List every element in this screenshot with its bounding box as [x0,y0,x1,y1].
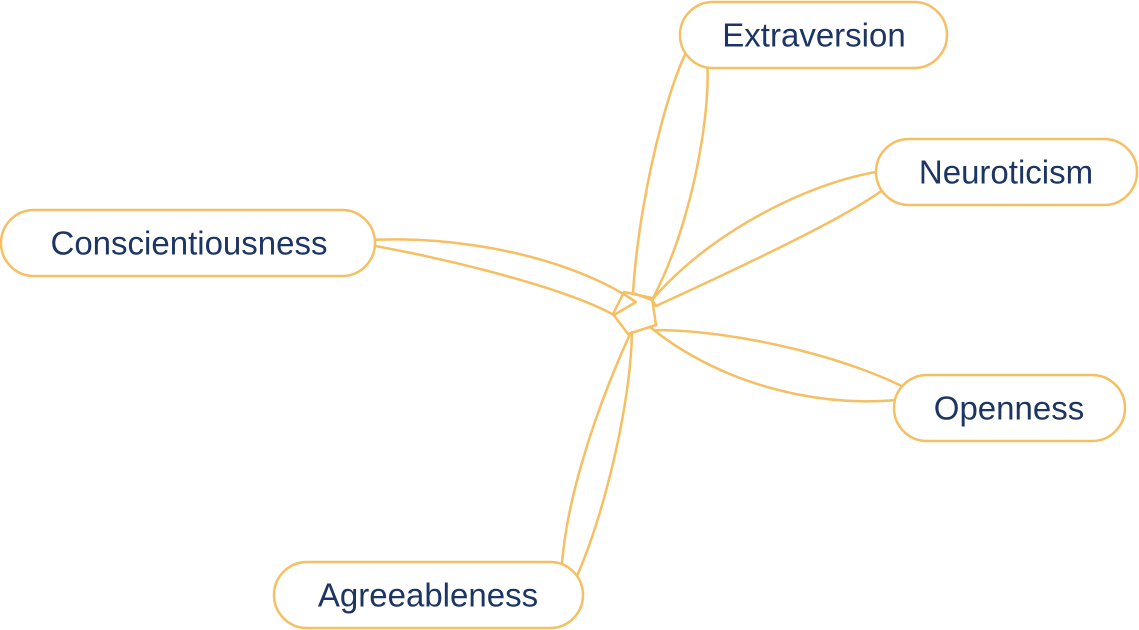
node-openness-box [892,373,1127,443]
node-neuroticism-box [874,137,1139,207]
petal-openness [648,325,922,403]
petal-neuroticism [650,168,902,308]
petal-connectors [348,32,922,604]
node-neuroticism[interactable]: Neuroticism [874,137,1139,207]
petal-extraversion [631,32,709,302]
node-openness-label: Openness [934,390,1084,427]
node-neuroticism-label: Neuroticism [919,154,1093,191]
node-agreeableness-label: Agreeableness [318,577,538,614]
node-agreeableness-box [272,560,585,630]
node-agreeableness[interactable]: Agreeableness [272,560,585,630]
node-openness[interactable]: Openness [892,373,1127,443]
node-conscientiousness-label: Conscientiousness [51,225,328,262]
petal-conscientiousness [348,238,638,317]
petal-agreeableness [560,330,634,604]
node-conscientiousness-box [0,208,377,278]
node-extraversion-box [678,0,949,70]
node-conscientiousness[interactable]: Conscientiousness [0,208,377,278]
center-hub [611,290,658,336]
node-extraversion[interactable]: Extraversion [678,0,949,70]
node-extraversion-label: Extraversion [722,17,905,54]
